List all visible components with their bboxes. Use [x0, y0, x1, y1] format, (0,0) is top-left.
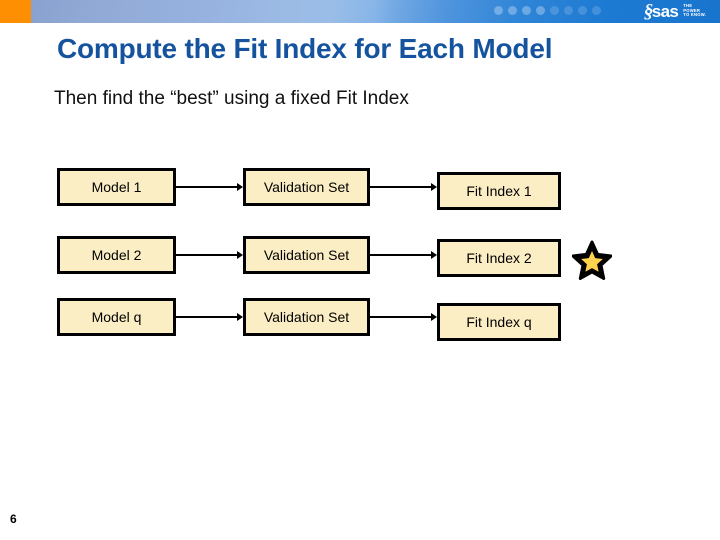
arrowhead-icon: [431, 251, 437, 259]
arrowhead-icon: [431, 183, 437, 191]
header-diagonal-highlight: [0, 0, 720, 23]
connector-validation1-to-fit1: [370, 186, 431, 188]
diagram-node-validation-2: Validation Set: [243, 236, 370, 274]
sas-swirl-icon: §: [643, 1, 654, 22]
header-dot-icon: [550, 6, 559, 15]
header-orange-accent: [0, 0, 31, 23]
header-dot-icon: [564, 6, 573, 15]
slide-page-number: 6: [10, 512, 17, 526]
node-label: Validation Set: [263, 247, 350, 263]
sas-tagline: THE POWER TO KNOW.: [683, 3, 706, 18]
header-dot-icon: [522, 6, 531, 15]
header-dot-icon: [494, 6, 503, 15]
node-label: Model q: [91, 309, 142, 325]
page-title: Compute the Fit Index for Each Model: [57, 33, 553, 64]
sas-brand-name: sas: [651, 2, 679, 21]
diagram-node-validation-1: Validation Set: [243, 168, 370, 206]
connector-model1-to-validation1: [176, 186, 237, 188]
connector-validation2-to-fit2: [370, 254, 431, 256]
node-label: Fit Index 1: [466, 183, 532, 199]
node-label: Fit Index q: [466, 314, 532, 330]
node-label: Model 2: [91, 247, 142, 263]
node-label: Fit Index 2: [466, 250, 532, 266]
sas-tagline-line3: TO KNOW.: [683, 12, 706, 18]
arrowhead-icon: [237, 183, 243, 191]
best-model-star-marker: [571, 240, 613, 280]
node-label: Model 1: [91, 179, 142, 195]
diagram-node-fit-index-q: Fit Index q: [437, 303, 561, 341]
star-icon: [571, 240, 613, 280]
header-dots-decoration: [494, 6, 601, 15]
header-dot-icon: [578, 6, 587, 15]
connector-modelq-to-validationq: [176, 316, 237, 318]
sas-wordmark: § sas: [643, 1, 679, 22]
diagram-node-validation-q: Validation Set: [243, 298, 370, 336]
header-blue-gradient: [0, 0, 720, 23]
header-dot-icon: [508, 6, 517, 15]
diagram-node-fit-index-2: Fit Index 2: [437, 239, 561, 277]
connector-validationq-to-fitq: [370, 316, 431, 318]
diagram-node-model-q: Model q: [57, 298, 176, 336]
arrowhead-icon: [237, 251, 243, 259]
header-dot-icon: [536, 6, 545, 15]
page-subtitle: Then find the “best” using a fixed Fit I…: [54, 88, 409, 109]
node-label: Validation Set: [263, 179, 350, 195]
header-dot-icon: [592, 6, 601, 15]
sas-tagline-line2: POWER: [683, 7, 701, 13]
arrowhead-icon: [237, 313, 243, 321]
arrowhead-icon: [431, 313, 437, 321]
diagram-node-fit-index-1: Fit Index 1: [437, 172, 561, 210]
connector-model2-to-validation2: [176, 254, 237, 256]
diagram-node-model-2: Model 2: [57, 236, 176, 274]
node-label: Validation Set: [263, 309, 350, 325]
sas-tagline-line1: THE: [683, 3, 693, 9]
diagram-node-model-1: Model 1: [57, 168, 176, 206]
sas-logo: § sas THE POWER TO KNOW.: [643, 1, 706, 22]
slide-header-band: § sas THE POWER TO KNOW.: [0, 0, 720, 23]
